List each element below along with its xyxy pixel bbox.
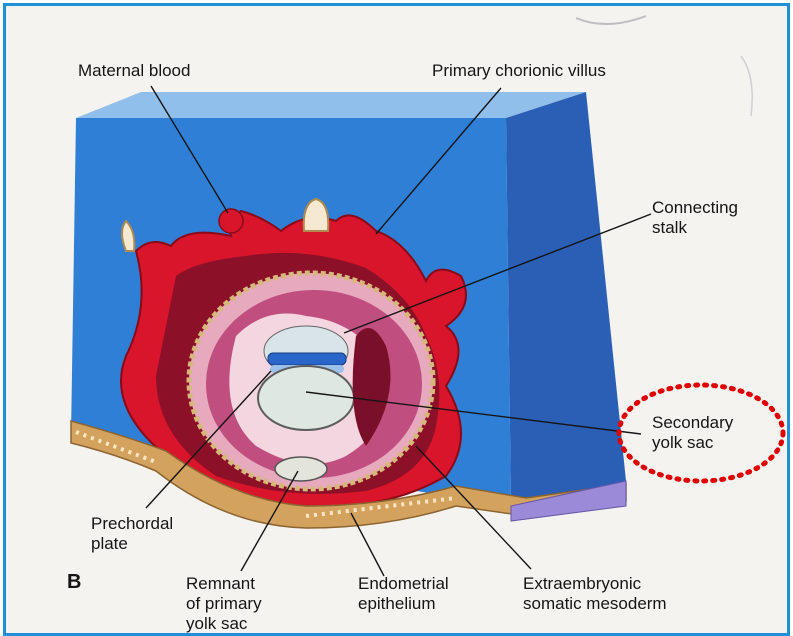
label-extraembryonic-somatic-mesoderm: Extraembryonic somatic mesoderm — [523, 574, 667, 614]
block-top-face — [76, 92, 586, 118]
pencil-mark — [741, 56, 752, 116]
label-connecting-stalk: Connecting stalk — [652, 198, 738, 238]
secondary-yolk-sac — [258, 366, 354, 430]
label-remnant-primary-yolk-sac: Remnant of primary yolk sac — [186, 574, 262, 634]
label-endometrial-epithelium: Endometrial epithelium — [358, 574, 449, 614]
remnant-primary-yolk-sac — [275, 457, 327, 481]
epiblast-layer — [268, 353, 346, 365]
label-primary-chorionic-villus: Primary chorionic villus — [432, 61, 606, 81]
label-prechordal-plate: Prechordal plate — [91, 514, 173, 554]
label-maternal-blood: Maternal blood — [78, 61, 190, 81]
villus-blood-bud — [219, 209, 243, 233]
pencil-mark — [576, 16, 646, 24]
block-right-face — [506, 92, 626, 506]
label-secondary-yolk-sac: Secondary yolk sac — [652, 413, 733, 453]
figure-frame: Maternal blood Primary chorionic villus … — [3, 3, 790, 636]
panel-letter: B — [67, 572, 81, 592]
